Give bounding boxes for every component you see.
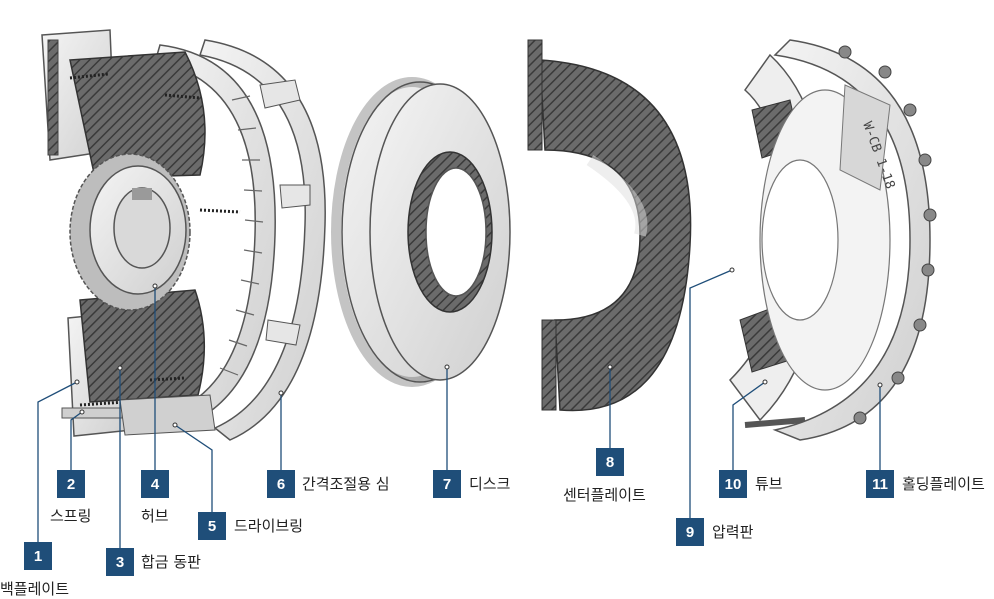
center-plate-part [527, 39, 692, 412]
shim-ring-part [199, 39, 326, 441]
part-2-label: 스프링 [50, 507, 92, 525]
part-9-label: 압력판 [712, 523, 754, 541]
part-6-label: 간격조절용 심 [302, 475, 390, 493]
assembly-group [41, 29, 326, 441]
part-6-badge: 6 [267, 470, 295, 498]
part-10-badge: 10 [719, 470, 747, 498]
part-5-label: 드라이브링 [234, 517, 304, 535]
part-8-label: 센터플레이트 [563, 486, 646, 504]
part-1-label: 백플레이트 [0, 580, 70, 598]
spring-part [69, 72, 241, 407]
part-11-badge: 11 [866, 470, 894, 498]
bolt-shape [61, 407, 123, 419]
part-5-badge: 5 [198, 512, 226, 540]
part-10-label: 튜브 [755, 475, 783, 493]
part-7-badge: 7 [433, 470, 461, 498]
alloy-copper-plate-part [69, 51, 206, 403]
disc-part [331, 77, 511, 387]
part-7-label: 디스크 [469, 475, 511, 493]
part-8-badge: 8 [596, 448, 624, 476]
leader-dots [74, 267, 883, 428]
hub-part [69, 153, 191, 311]
part-2-badge: 2 [57, 470, 85, 498]
holding-plate-part: W-CB 1-18 [759, 39, 937, 441]
hub-flange-shape [119, 394, 216, 436]
part-4-label: 허브 [141, 507, 169, 525]
part-4-badge: 4 [141, 470, 169, 498]
leader-lines [37, 269, 881, 548]
part-3-badge: 3 [106, 548, 134, 576]
part-11-label: 홀딩플레이트 [902, 475, 985, 493]
part-3-label: 합금 동판 [141, 553, 201, 571]
part-1-badge: 1 [24, 542, 52, 570]
part-9-badge: 9 [676, 518, 704, 546]
